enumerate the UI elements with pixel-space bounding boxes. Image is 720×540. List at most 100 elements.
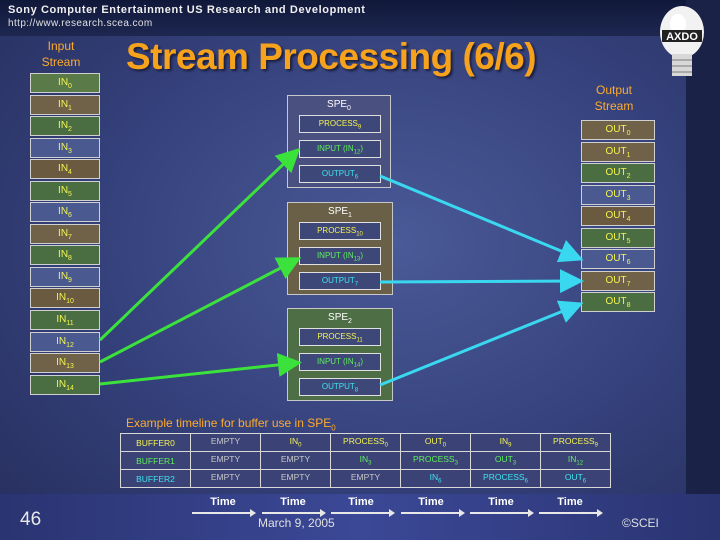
output-stream-heading-line2: Stream [594,99,634,113]
timeline-cell: IN6 [400,469,471,488]
spe-1-label: SPE1 [328,206,352,219]
input-stream-item: IN13 [30,353,100,374]
table-row: BUFFER2 EMPTY EMPTY EMPTY IN6 PROCESS6 O… [120,469,611,488]
output-stream-heading-line1: Output [595,83,633,97]
output-stream-list: OUT0 OUT1 OUT2 OUT3 OUT4 OUT5 OUT6 OUT7 … [581,120,655,314]
input-stream-item: IN9 [30,266,100,287]
logo-text: AXDO [666,31,698,43]
page-number: 46 [20,509,42,530]
input-stream-item: IN8 [30,245,100,266]
input-stream-item: IN10 [30,288,100,309]
page-title: Stream Processing (6/6) [126,36,537,77]
time-arrow-icon [192,509,256,517]
output-stream-item: OUT3 [581,184,655,205]
output-stream-item: OUT4 [581,206,655,227]
input-stream-item: IN11 [30,310,100,331]
timeline-cell: PROCESS3 [400,451,471,470]
output-stream-heading: Output Stream [586,82,642,114]
time-label: Time [210,496,236,508]
buffer-row-label: BUFFER1 [120,451,191,470]
input-stream-item: IN12 [30,331,100,352]
time-label: Time [280,496,306,508]
time-arrow-icon [262,509,326,517]
timeline-cell: EMPTY [260,469,331,488]
input-stream-item: IN3 [30,137,100,158]
output-stream-item: OUT6 [581,249,655,270]
input-stream-heading-line2: Stream [41,55,81,69]
input-stream-item: IN14 [30,374,100,395]
timeline-cell: IN3 [330,451,401,470]
spe-1-output: OUTPUT7 [299,272,381,290]
table-row: BUFFER1 EMPTY EMPTY IN3 PROCESS3 OUT3 IN… [120,451,611,470]
timeline-cell: OUT0 [400,433,471,452]
input-stream-item: IN5 [30,180,100,201]
spe-1-block: SPE1 PROCESS10 INPUT (IN13) OUTPUT7 [287,202,393,295]
time-arrow-icon [401,509,465,517]
input-stream-item: IN7 [30,223,100,244]
output-stream-item: OUT7 [581,270,655,291]
time-arrow-icon [331,509,395,517]
spe-2-label: SPE2 [328,312,352,325]
output-arrow-spe1-out7 [379,269,584,294]
spe-2-process: PROCESS11 [299,328,381,346]
time-label: Time [418,496,444,508]
timeline-cell: EMPTY [260,451,331,470]
timeline-title: Example timeline for buffer use in SPE0 [126,416,336,433]
buffer-row-label: BUFFER2 [120,469,191,488]
footer-copyright: ©SCEI [622,516,659,530]
spe-1-process: PROCESS10 [299,222,381,240]
output-stream-item: OUT0 [581,120,655,140]
output-arrow-spe0-out6 [379,174,584,263]
input-stream-heading-line1: Input [47,39,75,53]
time-arrow-icon [539,509,603,517]
time-label: Time [488,496,514,508]
spe-1-input: INPUT (IN13) [299,247,381,265]
input-stream-item: IN4 [30,159,100,180]
timeline-cell: EMPTY [190,469,261,488]
timeline-cell: OUT3 [470,451,541,470]
output-stream-item: OUT8 [581,292,655,313]
spe-2-input: INPUT (IN14) [299,353,381,371]
lightbulb-logo-icon: AXDO [648,2,710,85]
timeline-cell: PROCESS9 [540,433,611,452]
input-stream-heading: Input Stream [30,38,92,70]
time-label: Time [557,496,583,508]
input-stream-item: IN0 [30,73,100,93]
timeline-cell: IN12 [540,451,611,470]
company-name: Sony Computer Entertainment US Research … [8,4,366,16]
timeline-cell: EMPTY [330,469,401,488]
right-sidebar-strip [686,0,720,540]
spe-0-output: OUTPUT6 [299,165,381,183]
input-stream-item: IN2 [30,116,100,137]
input-stream-item: IN6 [30,202,100,223]
output-stream-item: OUT5 [581,227,655,248]
input-arrow-in13-spe1 [99,257,302,364]
time-arrow-icon [470,509,534,517]
spe-2-output: OUTPUT8 [299,378,381,396]
spe-0-process: PROCESS9 [299,115,381,133]
time-axis: Time Time Time Time Time Time [190,496,610,518]
output-arrow-spe2-out8 [379,300,584,387]
timeline-cell: PROCESS0 [330,433,401,452]
timeline-cell: IN9 [470,433,541,452]
spe-0-label: SPE0 [327,99,351,112]
output-stream-item: OUT2 [581,163,655,184]
company-url: http://www.research.scea.com [8,18,153,29]
spe-2-block: SPE2 PROCESS11 INPUT (IN14) OUTPUT8 [287,308,393,401]
timeline-cell: PROCESS6 [470,469,541,488]
buffer-row-label: BUFFER0 [120,433,191,452]
footer-date: March 9, 2005 [258,516,335,530]
spe-0-input: INPUT (IN12) [299,140,381,158]
time-label: Time [348,496,374,508]
input-stream-list: IN0 IN1 IN2 IN3 IN4 IN5 IN6 IN7 IN8 IN9 … [30,73,100,396]
footer-bar [0,494,720,540]
input-arrow-in12-spe0 [98,147,301,342]
table-row: BUFFER0 EMPTY IN0 PROCESS0 OUT0 IN9 PROC… [120,433,611,452]
timeline-cell: EMPTY [190,451,261,470]
input-stream-item: IN1 [30,94,100,115]
timeline-cell: OUT6 [540,469,611,488]
buffer-timeline-table: BUFFER0 EMPTY IN0 PROCESS0 OUT0 IN9 PROC… [120,433,611,488]
output-stream-item: OUT1 [581,141,655,162]
input-arrow-in14-spe2 [99,352,302,386]
spe-0-block: SPE0 PROCESS9 INPUT (IN12) OUTPUT6 [287,95,391,188]
